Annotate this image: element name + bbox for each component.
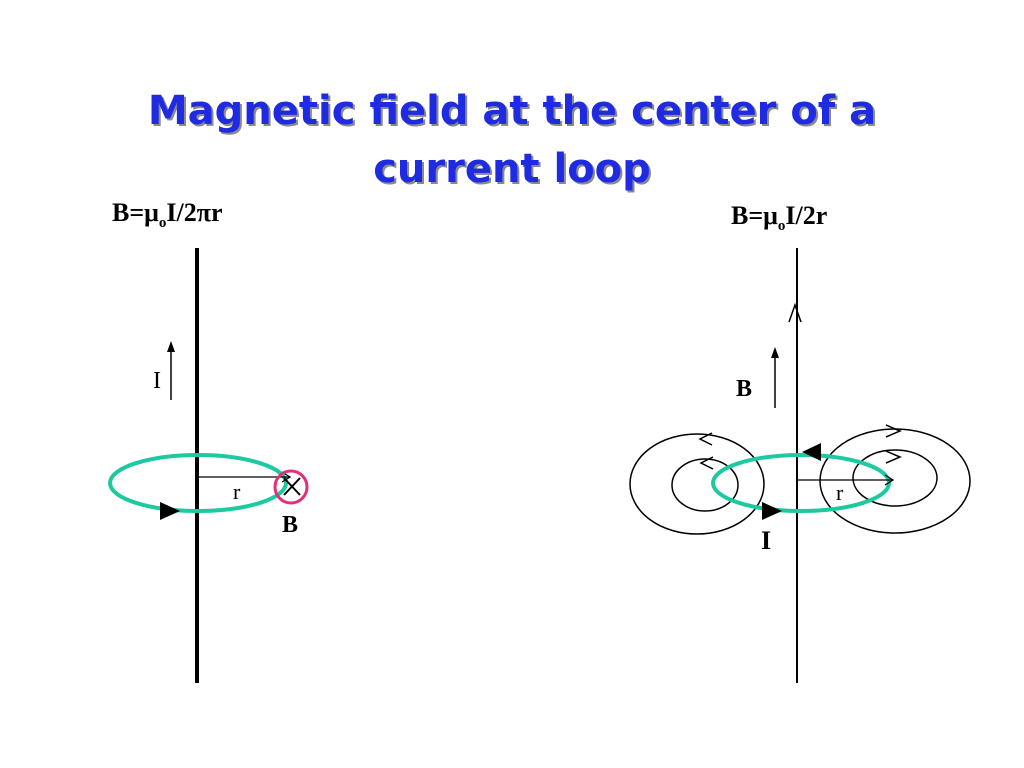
right-current-label: I [761,526,771,555]
left-formula-rest: I/2πr [166,198,223,227]
right-field-label: B [736,376,752,402]
right-field-inner-right [852,449,938,507]
left-loop-direction-arrow [160,502,180,520]
right-field-arrow-left-inner [699,456,714,470]
right-formula: B=μoI/2r [731,201,828,234]
right-field-arrow-right-outer [885,424,902,438]
left-formula-mu: μ [144,198,159,227]
right-loop-arrow-bottom [762,502,782,520]
right-field-outer-left [629,433,765,535]
left-radius-label: r [233,479,241,504]
left-current-loop [108,453,288,513]
left-diagram: I r B [108,248,309,683]
right-diagram: B r I [629,248,971,683]
left-formula: B=μoI/2πr [112,198,223,231]
left-formula-sub: o [158,215,167,231]
right-field-inner-left [671,458,739,512]
slide-title: Magnetic field at the center of a curren… [100,82,924,198]
right-formula-rest: I/2r [785,201,828,230]
right-formula-mu: μ [763,201,778,230]
right-radius-label: r [836,480,844,505]
title-line-1: Magnetic field at the center of a [147,88,877,134]
right-radius-arrowhead [884,474,895,486]
title-line-2: current loop [373,146,651,192]
left-formula-b: B= [112,198,145,227]
left-field-cross-2 [283,477,301,496]
right-field-arrow-right-inner [885,450,902,464]
left-current-arrowhead [167,341,175,352]
left-current-label: I [153,368,161,394]
right-field-arrowhead [771,347,779,358]
right-field-arrow-left-outer [698,432,713,446]
right-current-loop [711,453,891,513]
left-field-marker-circle [273,469,309,505]
right-formula-sub: o [777,218,786,234]
left-field-label: B [282,512,298,538]
right-loop-arrow-top [802,443,821,461]
right-formula-b: B= [731,201,764,230]
right-axis-arrowhead [788,302,802,323]
